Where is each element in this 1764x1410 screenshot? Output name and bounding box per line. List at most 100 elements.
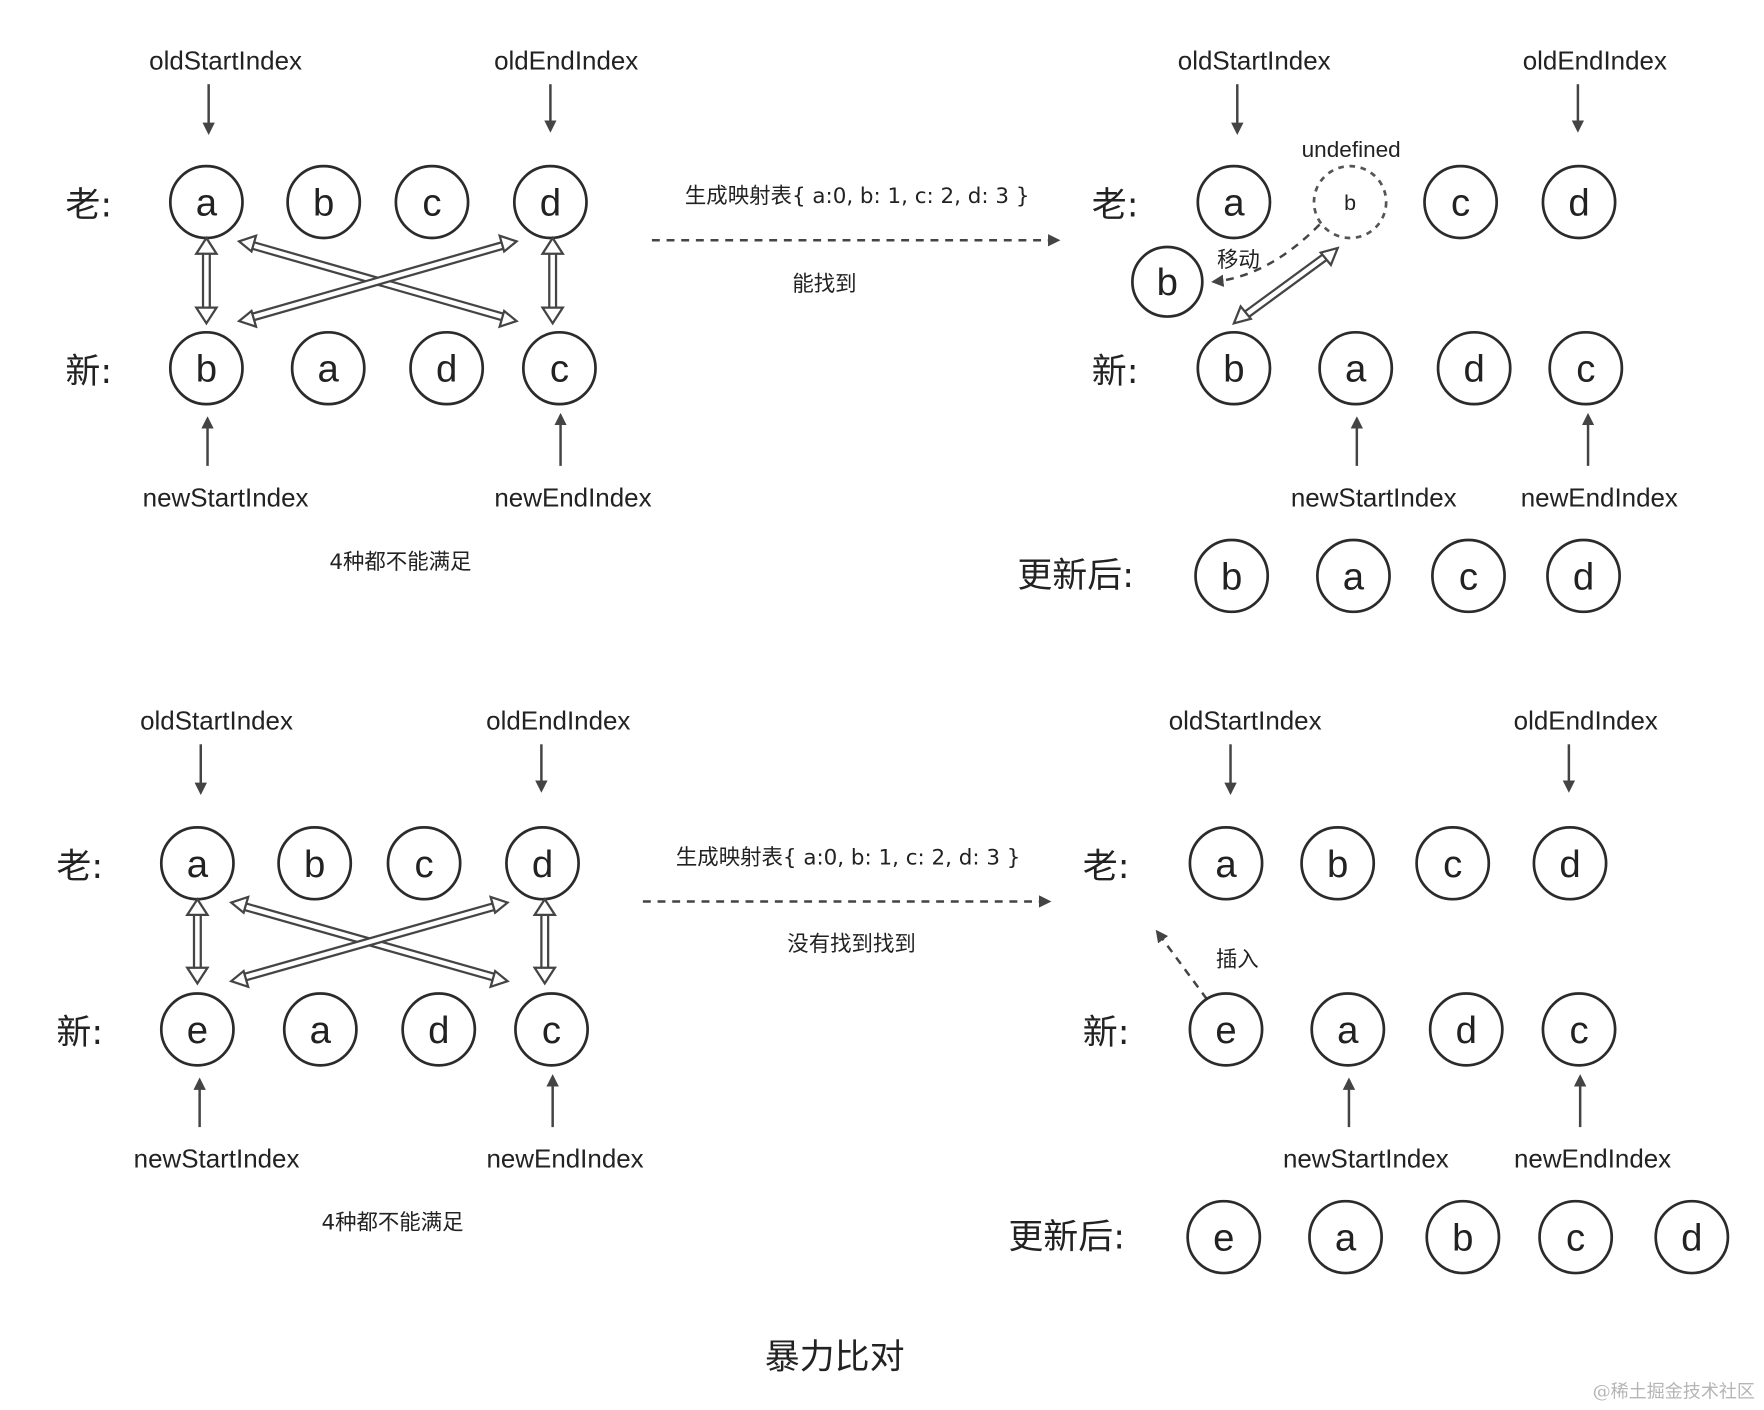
svg-text:a: a: [1223, 182, 1245, 225]
updated-node: a: [1316, 538, 1391, 614]
svg-text:d: d: [1456, 1009, 1477, 1052]
svg-text:a: a: [196, 182, 218, 225]
old-node: b: [286, 164, 362, 240]
svg-text:c: c: [542, 1009, 561, 1052]
new-row-label: 新:: [1092, 352, 1139, 392]
vacated-node: b: [1312, 164, 1388, 240]
compare-arrows: [194, 234, 565, 329]
scenario2-transition: 生成映射表{ a:0, b: 1, c: 2, d: 3 } 没有找到找到: [642, 845, 1052, 957]
svg-text:d: d: [1568, 182, 1589, 225]
svg-text:d: d: [1463, 348, 1484, 391]
insert-label: 插入: [1216, 948, 1259, 973]
compare-arrows: [185, 895, 557, 989]
svg-text:b: b: [1344, 191, 1356, 215]
svg-text:b: b: [1452, 1217, 1473, 1260]
scenario2-before: oldStartIndex oldEndIndex 老: a b c d 新: …: [56, 708, 643, 1235]
new-node: a: [290, 330, 366, 406]
svg-text:b: b: [1327, 843, 1348, 886]
svg-text:d: d: [532, 843, 553, 886]
new-start-pointer-label: newStartIndex: [143, 484, 309, 512]
updated-node: d: [1546, 538, 1621, 614]
new-node: c: [514, 992, 589, 1067]
svg-text:a: a: [318, 348, 340, 391]
new-end-pointer-label: newEndIndex: [486, 1146, 643, 1174]
new-end-pointer-label: newEndIndex: [1514, 1146, 1671, 1174]
svg-text:b: b: [313, 182, 334, 225]
svg-text:a: a: [310, 1009, 332, 1052]
result-label: 能找到: [792, 272, 856, 297]
svg-text:d: d: [436, 348, 457, 391]
old-node: c: [386, 826, 462, 901]
svg-text:a: a: [1345, 348, 1367, 391]
moved-node: b: [1131, 245, 1204, 318]
svg-text:d: d: [1573, 555, 1594, 598]
new-node: e: [1188, 992, 1264, 1067]
svg-text:e: e: [1215, 1009, 1236, 1052]
svg-text:a: a: [187, 843, 209, 886]
svg-text:b: b: [304, 843, 325, 886]
svg-text:a: a: [1335, 1217, 1357, 1260]
svg-text:e: e: [187, 1009, 208, 1052]
old-node: a: [159, 826, 235, 901]
new-node: d: [409, 330, 485, 406]
new-node: d: [1428, 992, 1504, 1067]
svg-text:a: a: [1343, 555, 1365, 598]
svg-text:c: c: [422, 182, 441, 225]
old-node: a: [1196, 164, 1272, 240]
unmatched-note: 4种都不能满足: [329, 550, 471, 575]
move-label: 移动: [1217, 248, 1260, 273]
old-node: b: [277, 826, 353, 901]
updated-node: c: [1538, 1199, 1614, 1275]
map-label: 生成映射表{ a:0, b: 1, c: 2, d: 3 }: [676, 845, 1021, 870]
new-node: d: [1436, 330, 1512, 406]
updated-node: b: [1425, 1199, 1501, 1275]
new-start-pointer-label: newStartIndex: [1283, 1146, 1449, 1174]
svg-text:d: d: [428, 1009, 449, 1052]
new-start-pointer-label: newStartIndex: [1291, 484, 1457, 512]
svg-text:b: b: [1221, 555, 1242, 598]
svg-text:c: c: [550, 348, 569, 391]
new-start-pointer-label: newStartIndex: [134, 1146, 300, 1174]
svg-text:a: a: [1337, 1009, 1359, 1052]
old-row-label: 老:: [65, 186, 112, 226]
new-node: d: [401, 992, 477, 1067]
old-row-label: 老:: [56, 847, 103, 887]
old-node: a: [1188, 826, 1264, 901]
scenario2-after: oldStartIndex oldEndIndex 老: a b c d 插入 …: [1008, 708, 1730, 1275]
unmatched-note: 4种都不能满足: [321, 1210, 463, 1235]
updated-node: d: [1654, 1199, 1730, 1275]
svg-text:c: c: [1443, 843, 1462, 886]
svg-text:d: d: [1559, 843, 1580, 886]
new-row-label: 新:: [56, 1013, 103, 1053]
svg-text:b: b: [196, 348, 217, 391]
old-end-pointer-label: oldEndIndex: [494, 48, 638, 76]
svg-text:a: a: [1215, 843, 1237, 886]
svg-text:d: d: [1681, 1217, 1702, 1260]
old-node: d: [1532, 826, 1608, 901]
old-end-pointer-label: oldEndIndex: [1514, 708, 1658, 736]
match-arrow: [1232, 246, 1340, 325]
svg-text:c: c: [1576, 348, 1595, 391]
old-end-pointer-label: oldEndIndex: [1523, 48, 1667, 76]
new-node: b: [168, 330, 244, 406]
updated-node: a: [1308, 1199, 1384, 1275]
old-row-label: 老:: [1092, 186, 1139, 226]
old-start-pointer-label: oldStartIndex: [1169, 708, 1322, 736]
updated-node: c: [1431, 538, 1506, 614]
old-start-pointer-label: oldStartIndex: [140, 708, 293, 736]
old-start-pointer-label: oldStartIndex: [149, 48, 302, 76]
map-label: 生成映射表{ a:0, b: 1, c: 2, d: 3 }: [685, 184, 1030, 209]
new-node: a: [1310, 992, 1386, 1067]
svg-text:e: e: [1213, 1217, 1234, 1260]
move-arrow: [1211, 223, 1321, 287]
diagram-title: 暴力比对: [765, 1338, 905, 1378]
svg-text:d: d: [540, 182, 561, 225]
old-node: c: [1415, 826, 1491, 901]
old-node: b: [1300, 826, 1376, 901]
scenario1-transition: 生成映射表{ a:0, b: 1, c: 2, d: 3 } 能找到: [651, 184, 1061, 297]
new-node: b: [1196, 330, 1272, 406]
svg-text:c: c: [1459, 555, 1478, 598]
svg-text:c: c: [1451, 182, 1470, 225]
old-node: d: [505, 826, 580, 901]
